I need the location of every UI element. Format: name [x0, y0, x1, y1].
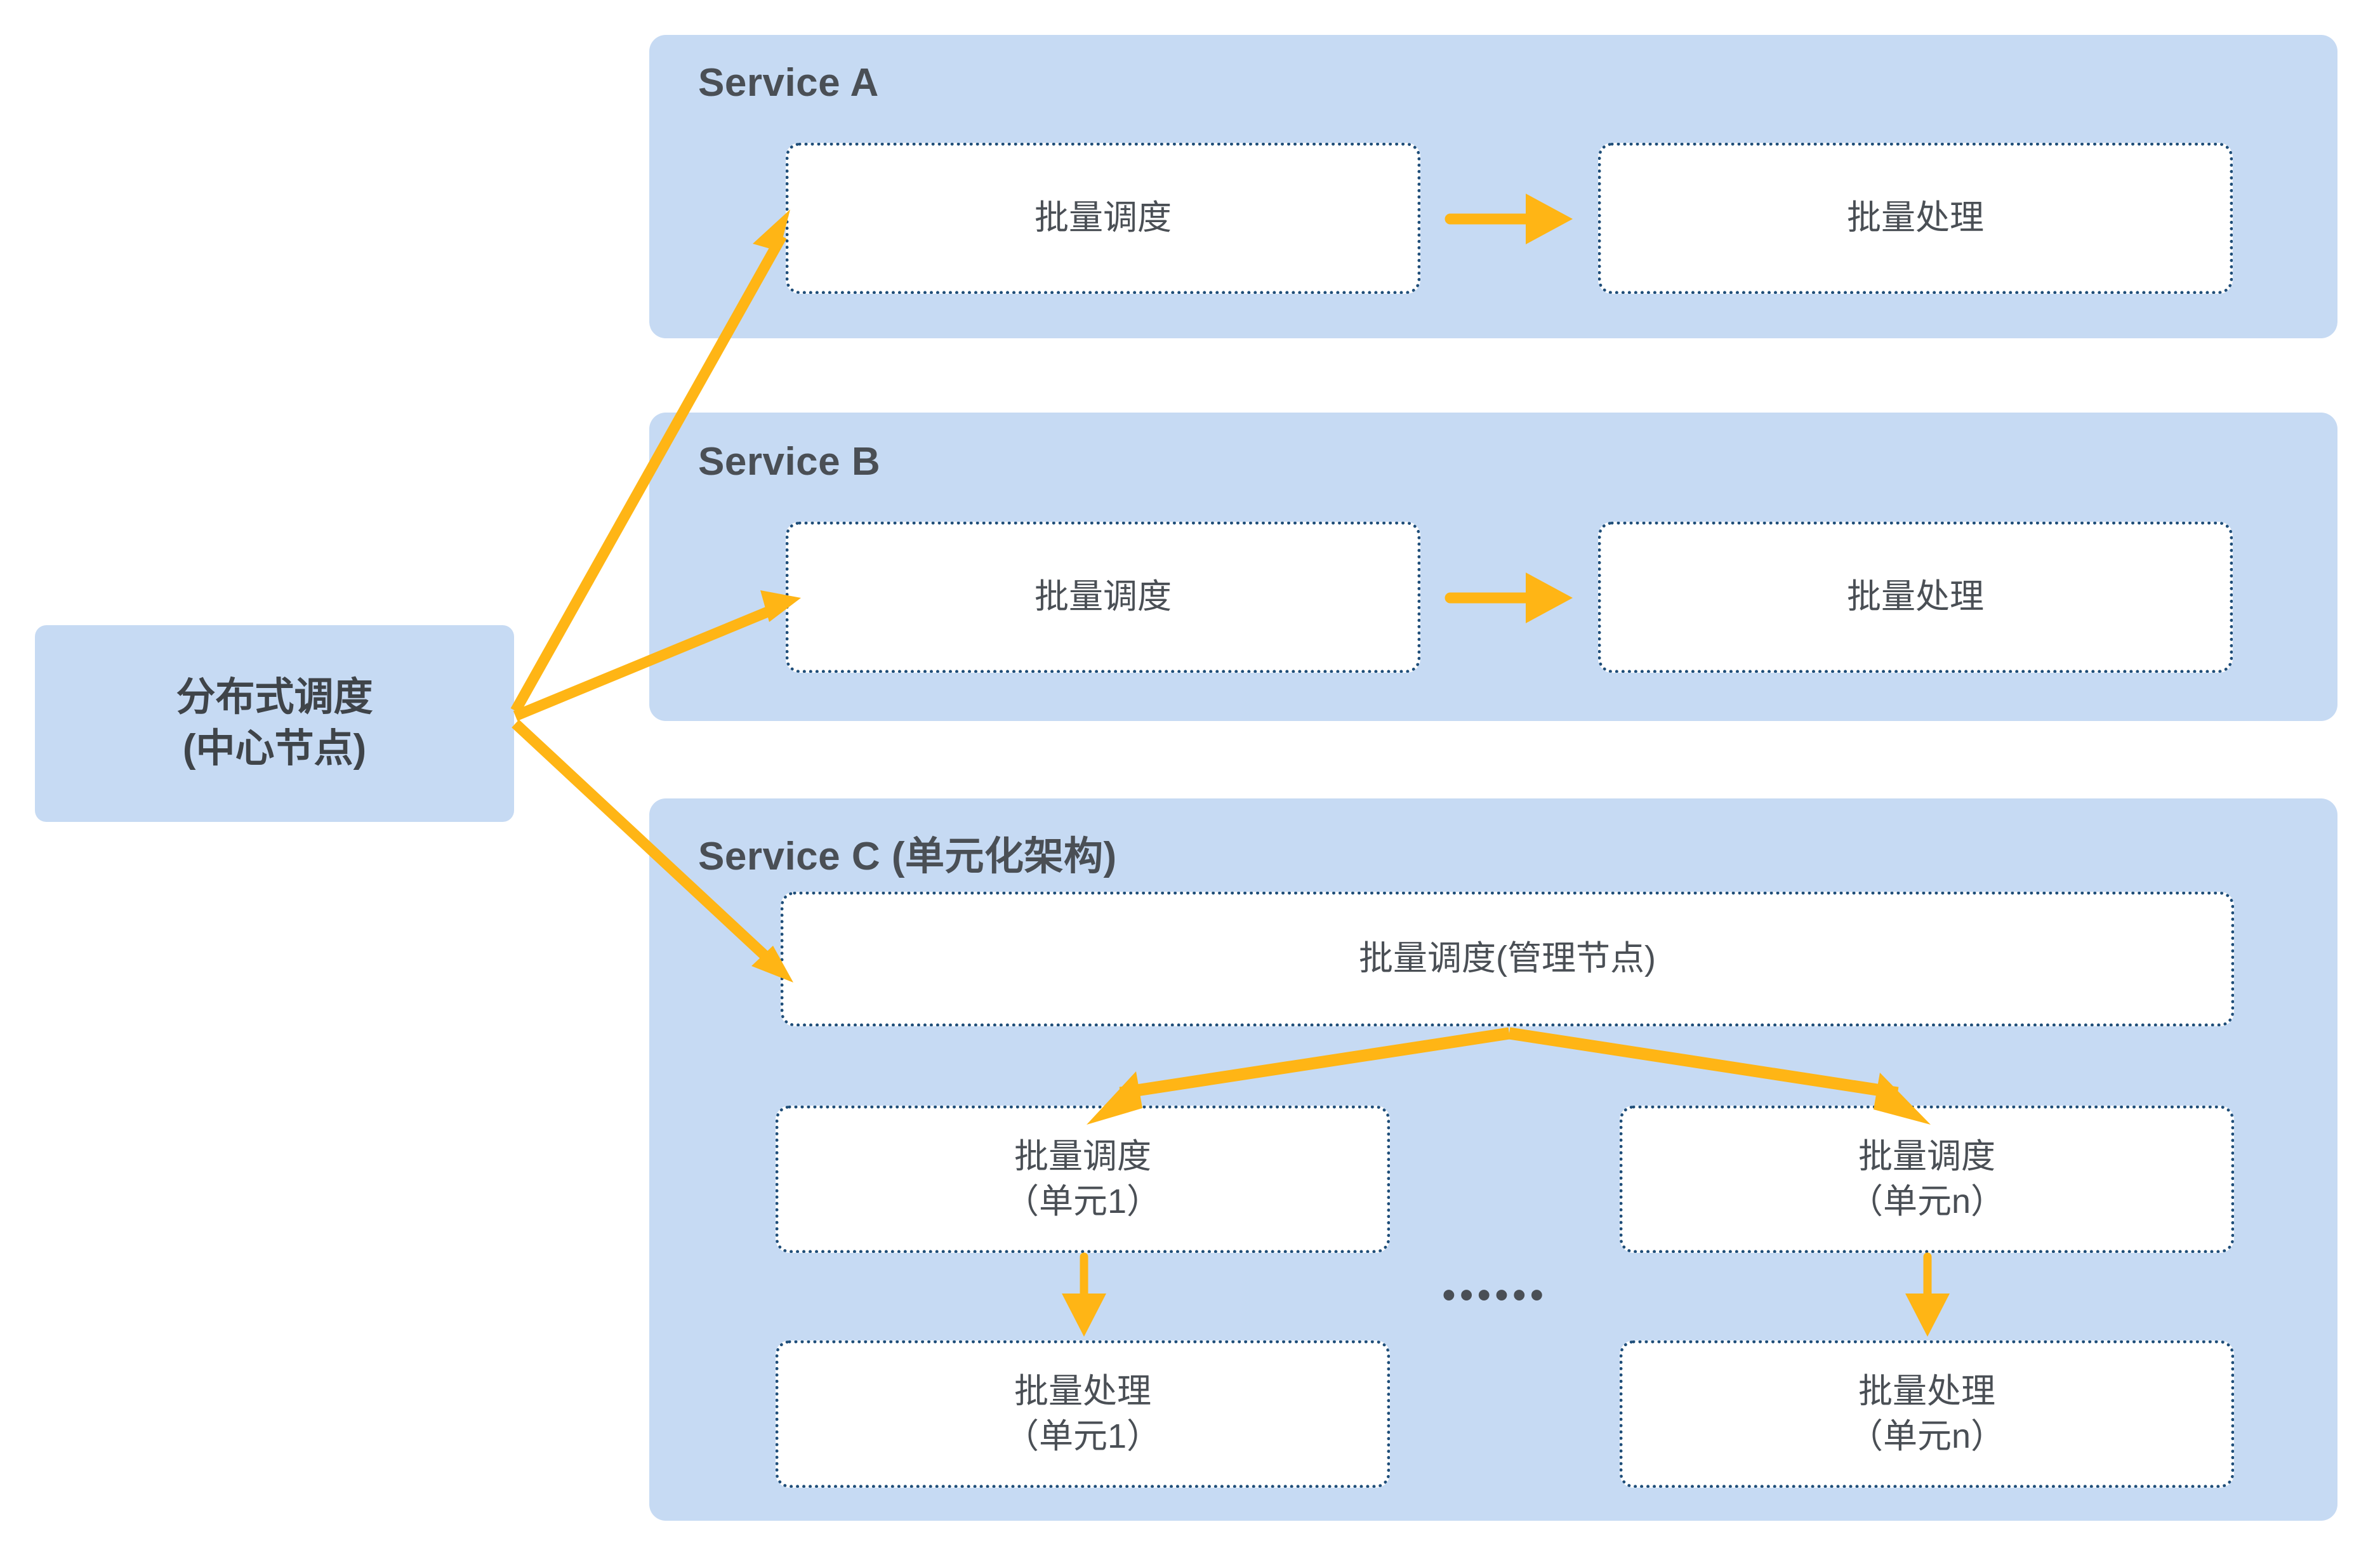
node-a-processor[interactable]: 批量处理 [1598, 143, 2233, 294]
service-a-title: Service A [698, 61, 879, 105]
central-node[interactable]: 分布式调度 (中心节点) [35, 625, 514, 822]
node-c-processor-unitn[interactable]: 批量处理 （单元n） [1620, 1340, 2234, 1488]
node-c-processor-unit1[interactable]: 批量处理 （单元1） [776, 1340, 1390, 1488]
node-a-scheduler[interactable]: 批量调度 [786, 143, 1420, 294]
central-node-label: 分布式调度 (中心节点) [176, 675, 373, 771]
node-b-processor-label: 批量处理 [1847, 578, 1984, 616]
node-c-scheduler-unitn-label: 批量调度 （单元n） [1848, 1137, 2006, 1221]
node-c-processor-unit1-label: 批量处理 （单元1） [1004, 1372, 1161, 1455]
node-c-scheduler-unitn[interactable]: 批量调度 （单元n） [1620, 1106, 2234, 1253]
node-c-scheduler-unit1[interactable]: 批量调度 （单元1） [776, 1106, 1390, 1253]
node-c-manager[interactable]: 批量调度(管理节点) [781, 892, 2234, 1026]
node-b-scheduler[interactable]: 批量调度 [786, 522, 1420, 673]
units-ellipsis: •••••• [1442, 1273, 1548, 1317]
node-a-scheduler-label: 批量调度 [1035, 199, 1172, 237]
node-c-scheduler-unit1-label: 批量调度 （单元1） [1004, 1137, 1161, 1221]
node-a-processor-label: 批量处理 [1847, 199, 1984, 237]
node-b-scheduler-label: 批量调度 [1035, 578, 1172, 616]
node-b-processor[interactable]: 批量处理 [1598, 522, 2233, 673]
node-c-processor-unitn-label: 批量处理 （单元n） [1848, 1372, 2006, 1455]
node-c-manager-label: 批量调度(管理节点) [1359, 939, 1656, 978]
service-b-title: Service B [698, 440, 881, 484]
service-c-title: Service C (单元化架构) [698, 835, 1117, 878]
